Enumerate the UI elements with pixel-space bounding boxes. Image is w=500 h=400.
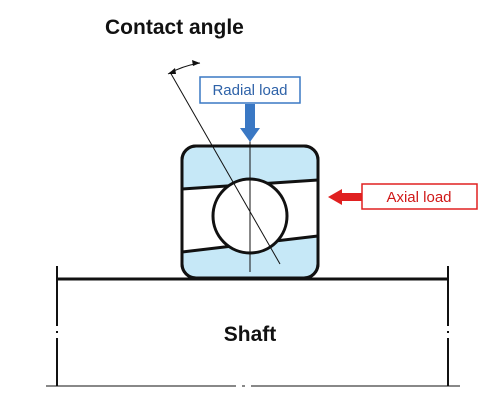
axial-load-label: Axial load	[386, 189, 451, 206]
contact-angle-indicator	[167, 60, 201, 75]
radial-load-label: Radial load	[212, 82, 287, 99]
shaft: Shaft	[46, 266, 460, 387]
shaft-label: Shaft	[224, 323, 277, 346]
axial-load-label-box: Axial load	[361, 183, 478, 210]
diagram-title: Contact angle	[105, 16, 244, 39]
contact-angle-line	[169, 71, 281, 265]
radial-load-arrow	[240, 104, 260, 142]
radial-load-label-box: Radial load	[199, 76, 301, 104]
axial-load-arrow	[328, 189, 362, 205]
